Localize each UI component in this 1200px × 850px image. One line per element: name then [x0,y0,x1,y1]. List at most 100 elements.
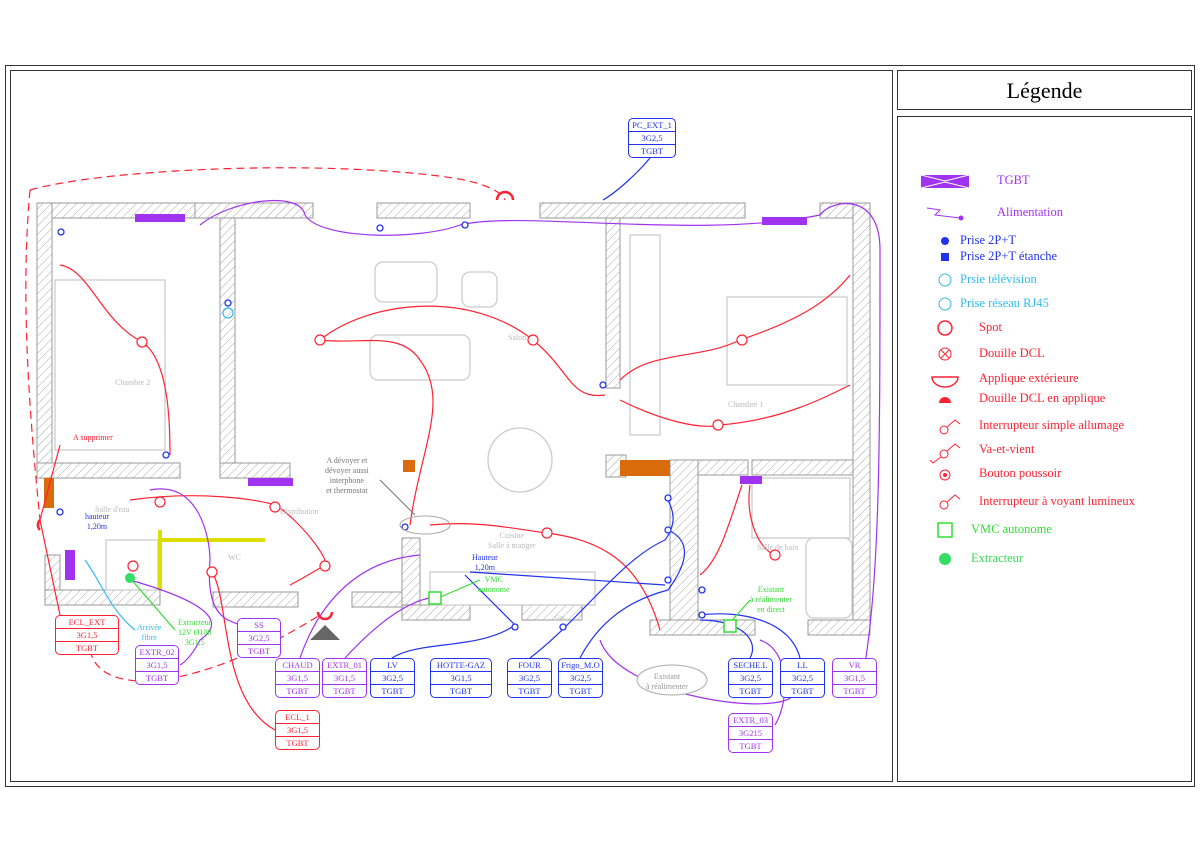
furniture [54,234,853,619]
legend-icons [920,174,970,565]
circuit-source: TGBT [247,646,271,656]
note-text: Arrivée [137,623,162,632]
note-text: Hauteur [472,553,498,562]
legend-label-vmc: VMC autonome [971,522,1052,536]
circuit-name: LL [781,659,824,672]
note-text: Existant [653,672,681,681]
note-text: 1,20m [86,522,108,531]
legend-title: Légende [897,70,1192,110]
room-label-salle-eau: Salle d'eau [95,505,130,514]
legend-label-rj45: Prise réseau RJ45 [960,296,1049,310]
extractor-icon [125,573,135,583]
circuit-source: TGBT [791,686,814,696]
socket-icon [941,237,949,245]
circuit-name: EXTR_02 [136,646,178,659]
note-text: VMC [484,575,503,584]
vmc-icon [937,522,953,538]
circuit-cable: 3G1,5 [833,672,876,685]
cloud-note-2 [399,515,451,535]
circuit-source: TGBT [381,686,404,696]
circuit-cable: 3G2,5 [508,672,551,685]
cyan-wiring [84,307,234,631]
spot-icons [127,334,781,578]
sheet-border [5,65,1195,787]
legend-label-tgbt: TGBT [997,173,1030,187]
circuit-source: TGBT [739,686,762,696]
circuit-name: EXTR_01 [323,659,366,672]
plan-frame [10,70,893,782]
tv-socket-icon [938,273,952,287]
note-text: hauteur [85,512,109,521]
legend-label-bouton: Bouton poussoir [979,466,1062,480]
circuit-source: TGBT [843,686,866,696]
circuit-source: TGBT [739,741,762,751]
circuit-cable: 3G1,5 [431,672,491,685]
circuit-source: TGBT [640,146,664,156]
circuit-cable: 3G1,5 [276,724,319,737]
cabinet-orange [620,460,670,476]
circuit-name: PC_EXT_1 [629,119,675,132]
legend-label-interrupteur: Interrupteur simple allumage [979,418,1125,432]
rj45-socket-icon [938,297,952,311]
outdoor-light-icons [36,190,515,621]
gaz-label: Gaz [555,615,565,621]
cuisine-label: Cuisine [499,531,524,540]
legend-label-va-et-vient: Va-et-vient [979,442,1035,456]
salle-manger-label: Salle à manger [488,541,536,550]
circuit-source: TGBT [145,673,169,683]
note-a-supprimer: A supprimer [73,433,113,442]
legend-label-voyant: Interrupteur à voyant lumineux [979,494,1135,508]
vmc-icon-kitchen [428,591,442,605]
legend-label-dcl: Douille DCL [979,346,1045,360]
circuit-cable: 3G2,5 [729,672,772,685]
outdoor-wall-light-icon [931,376,959,388]
entrance-arrow-icon [310,625,340,640]
circuit-cable: 3G1,5 [136,659,178,672]
note-text: interphone [329,476,364,485]
note-text: 12V Ø100 [178,628,212,637]
legend-label-alimentation: Alimentation [997,205,1063,219]
circuit-source: TGBT [569,686,592,696]
circuit-name: LV [371,659,414,672]
circuit-cable: 3G2,5 [629,132,675,145]
tgbt-icon [920,174,970,189]
note-text: à réalimenter [646,682,688,691]
circuit-name: EXTR_03 [729,714,772,727]
switch-icon [939,419,961,435]
note-text: en direct [757,605,785,614]
legend-label-dcl-applique: Douille DCL en applique [979,391,1106,405]
room-label-chambre2: Chambre 2 [115,378,151,387]
circuit-name: CHAUD [276,659,319,672]
note-text: 3G1,5 [184,638,205,647]
circuit-source: TGBT [75,643,99,653]
lit-switch-icon [939,494,961,510]
cloud-note [636,664,708,696]
circuit-name: VR [833,659,876,672]
spot-icon [937,320,953,336]
extractor-icon [939,553,951,565]
circuit-cable: 3G1,5 [276,672,319,685]
note-text: 1,20m [474,563,495,572]
box-orange [403,460,415,472]
note-text: Extracteur [178,618,212,627]
circuit-source: TGBT [286,686,309,696]
